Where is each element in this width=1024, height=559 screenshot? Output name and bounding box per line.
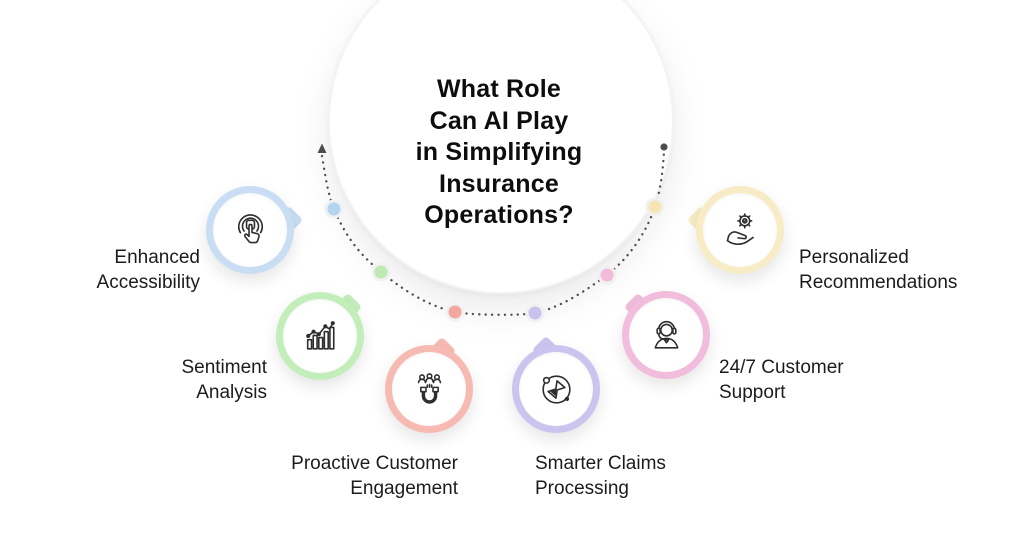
- waypoint-dot-purple: [525, 303, 545, 323]
- label-line: Sentiment: [181, 357, 267, 378]
- waypoint-dot-red: [445, 302, 465, 322]
- node-label-proactive-customer-engagement: Proactive Customer Engagement: [291, 451, 458, 501]
- label-line: Recommendations: [799, 272, 958, 293]
- hand-gear-icon: [726, 212, 754, 245]
- label-line: Accessibility: [96, 272, 200, 293]
- waypoint-dot-pink: [597, 265, 617, 285]
- label-line: Personalized: [799, 247, 909, 268]
- waypoint-dot-green: [371, 262, 391, 282]
- headset-icon: [653, 320, 679, 349]
- node-customer-support: [622, 291, 710, 379]
- node-label-sentiment-analysis: Sentiment Analysis: [181, 355, 267, 405]
- label-line: 24/7 Customer: [719, 357, 844, 378]
- label-line: Proactive Customer: [291, 453, 458, 474]
- title-line: Can AI Play: [429, 106, 569, 135]
- node-smarter-claims-processing: [512, 335, 600, 433]
- node-circle: [629, 298, 703, 372]
- title-line: Insurance: [439, 169, 559, 198]
- node-proactive-customer-engagement: [385, 336, 473, 433]
- title-line: Operations?: [424, 201, 574, 229]
- title-line: What Role: [436, 75, 562, 103]
- label-line: Analysis: [196, 382, 267, 403]
- node-label-smarter-claims-processing: Smarter Claims Processing: [535, 451, 666, 501]
- node-sentiment-analysis: [276, 292, 364, 380]
- node-circle: [392, 352, 466, 426]
- title-line: in Simplifying: [415, 138, 583, 166]
- node-circle: [283, 299, 357, 373]
- bar-chart-icon: [305, 320, 335, 350]
- node-label-customer-support: 24/7 Customer Support: [719, 355, 844, 405]
- label-line: Enhanced: [114, 247, 200, 268]
- node-personalized-recommendations: [686, 186, 784, 274]
- label-line: Processing: [535, 478, 629, 499]
- label-line: Engagement: [350, 478, 458, 499]
- label-line: Support: [719, 382, 786, 403]
- node-circle: [213, 193, 287, 267]
- page-title: What Role Can AI Play in Simplifying Ins…: [329, 74, 669, 232]
- node-label-enhanced-accessibility: Enhanced Accessibility: [97, 245, 200, 295]
- node-label-personalized-recommendations: Personalized Recommendations: [799, 245, 957, 295]
- node-enhanced-accessibility: [206, 186, 304, 274]
- tap-icon: [237, 213, 263, 243]
- label-line: Smarter Claims: [535, 453, 666, 474]
- arc-arrowhead: [317, 143, 327, 153]
- node-circle: [519, 352, 593, 426]
- hourglass-icon: [541, 374, 571, 404]
- magnet-icon: [417, 372, 441, 404]
- node-circle: [703, 193, 777, 267]
